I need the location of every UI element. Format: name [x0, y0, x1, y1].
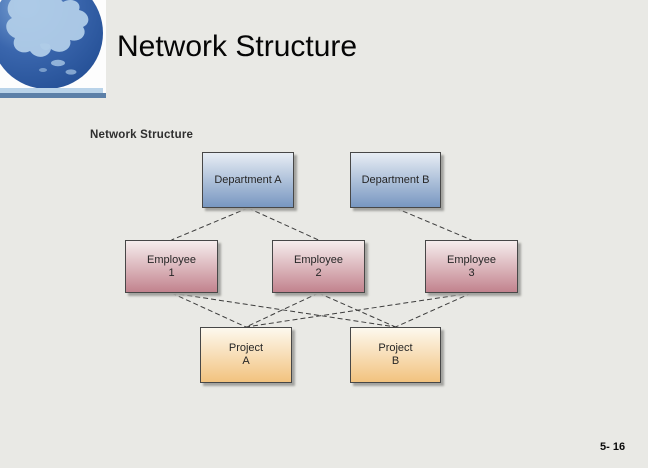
accent-bar-light — [0, 88, 103, 94]
node-label: 1 — [168, 266, 175, 279]
node-label: B — [391, 355, 400, 367]
node-label: 2 — [315, 266, 322, 279]
node-label: A — [242, 355, 250, 367]
edge-e1-pA — [171, 292, 247, 328]
node-label: Employee — [447, 253, 496, 266]
edge-e3-pB — [395, 292, 472, 328]
slide-title: Network Structure — [117, 30, 358, 63]
node-label: Project — [378, 342, 413, 354]
node-label: Department A — [214, 173, 282, 186]
edge-e1-pB — [171, 292, 396, 328]
edge-deptA-e1 — [171, 207, 249, 241]
page-number: 5- 16 — [600, 441, 626, 453]
node-label: Department B — [361, 173, 430, 186]
node-label: Employee — [294, 253, 343, 266]
node-label: Project — [228, 342, 264, 354]
node-deptB: Department B — [350, 152, 441, 208]
edge-deptA-e2 — [247, 207, 319, 241]
node-deptA: Department A — [202, 152, 294, 208]
edge-e3-pA — [245, 292, 472, 328]
diagram-heading: Network Structure — [90, 129, 194, 141]
node-label: Employee — [147, 253, 196, 266]
edge-e2-pA — [245, 292, 319, 328]
globe-icon — [0, 0, 103, 89]
accent-bar-dark — [0, 93, 106, 98]
node-label: 3 — [468, 266, 475, 279]
logo-area — [0, 0, 106, 98]
edge-deptB-e3 — [395, 207, 472, 241]
